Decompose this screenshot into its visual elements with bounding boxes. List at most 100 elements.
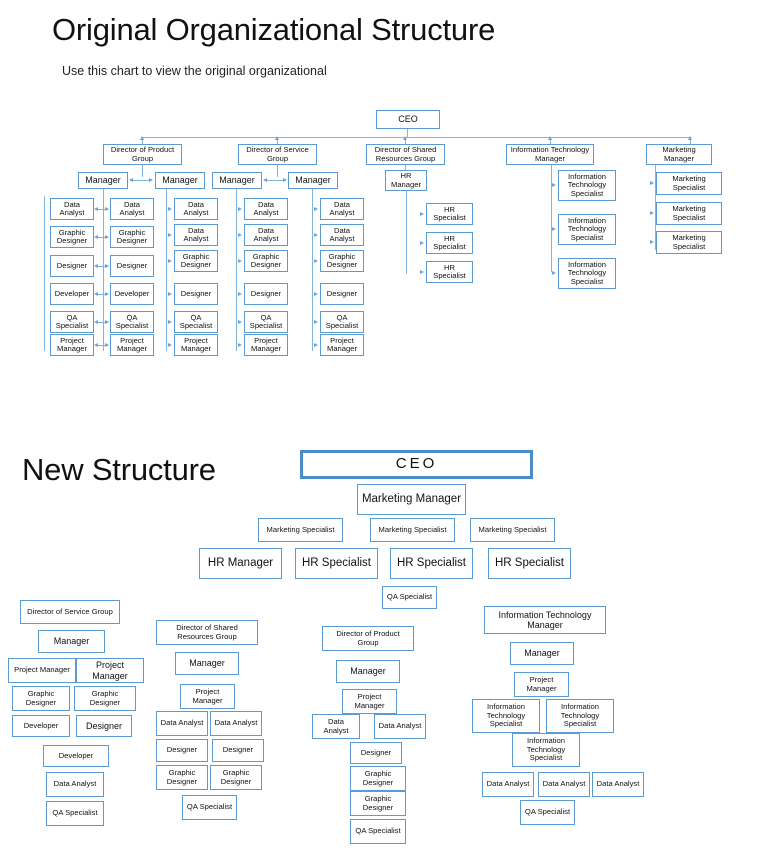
node-director-service-group-new[interactable]: Director of Service Group <box>20 600 120 624</box>
node-manager-3-original[interactable]: Manager <box>212 172 262 189</box>
node-graphic-designer-service-1[interactable]: Graphic Designer <box>12 686 70 711</box>
node-data-analyst-shared-2[interactable]: Data Analyst <box>210 711 262 736</box>
node-staff-c3-r6[interactable]: Project Manager <box>174 334 218 356</box>
node-qa-specialist-it[interactable]: QA Specialist <box>520 800 575 825</box>
node-staff-c3-r2[interactable]: Data Analyst <box>174 224 218 246</box>
node-marketing-manager-original[interactable]: Marketing Manager <box>646 144 712 165</box>
node-marketing-manager-new[interactable]: Marketing Manager <box>357 484 466 515</box>
node-manager-it-new[interactable]: Manager <box>510 642 574 665</box>
node-staff-c2-r5[interactable]: QA Specialist <box>110 311 154 333</box>
node-graphic-designer-product-2[interactable]: Graphic Designer <box>350 791 406 816</box>
node-staff-c4-r3[interactable]: Graphic Designer <box>244 250 288 272</box>
node-staff-c1-r5[interactable]: QA Specialist <box>50 311 94 333</box>
node-staff-c4-r6[interactable]: Project Manager <box>244 334 288 356</box>
node-data-analyst-service[interactable]: Data Analyst <box>46 772 104 797</box>
node-staff-c5-r1[interactable]: Data Analyst <box>320 198 364 220</box>
node-qa-specialist-hr-new[interactable]: QA Specialist <box>382 586 437 609</box>
node-manager-2-original[interactable]: Manager <box>155 172 205 189</box>
node-qa-specialist-product[interactable]: QA Specialist <box>350 819 406 844</box>
node-staff-c4-r4[interactable]: Designer <box>244 283 288 305</box>
node-hr-manager-new[interactable]: HR Manager <box>199 548 282 579</box>
node-staff-c4-r2[interactable]: Data Analyst <box>244 224 288 246</box>
node-manager-4-original[interactable]: Manager <box>288 172 338 189</box>
node-director-service-group-original[interactable]: Director of Service Group <box>238 144 317 165</box>
node-designer-shared-1[interactable]: Designer <box>156 739 208 762</box>
node-staff-c2-r3[interactable]: Designer <box>110 255 154 277</box>
node-staff-c2-r2[interactable]: Graphic Designer <box>110 226 154 248</box>
node-graphic-designer-product-1[interactable]: Graphic Designer <box>350 766 406 791</box>
node-staff-c1-r4[interactable]: Developer <box>50 283 94 305</box>
node-data-analyst-product-2[interactable]: Data Analyst <box>374 714 426 739</box>
node-staff-c2-r4[interactable]: Developer <box>110 283 154 305</box>
node-data-analyst-it-1[interactable]: Data Analyst <box>482 772 534 797</box>
node-developer-service-2[interactable]: Developer <box>43 745 109 767</box>
node-staff-c1-r1[interactable]: Data Analyst <box>50 198 94 220</box>
node-staff-c4-r1[interactable]: Data Analyst <box>244 198 288 220</box>
node-staff-c2-r1[interactable]: Data Analyst <box>110 198 154 220</box>
node-staff-c3-r3[interactable]: Graphic Designer <box>174 250 218 272</box>
node-staff-c1-r2[interactable]: Graphic Designer <box>50 226 94 248</box>
node-it-specialist-1-new[interactable]: Information Technology Specialist <box>472 699 540 733</box>
node-staff-c5-r6[interactable]: Project Manager <box>320 334 364 356</box>
node-hr-specialist-1-new[interactable]: HR Specialist <box>295 548 378 579</box>
node-data-analyst-shared-1[interactable]: Data Analyst <box>156 711 208 736</box>
node-ceo-new[interactable]: CEO <box>300 450 533 479</box>
node-data-analyst-it-3[interactable]: Data Analyst <box>592 772 644 797</box>
node-staff-c1-r6[interactable]: Project Manager <box>50 334 94 356</box>
node-it-specialist-1-original[interactable]: Information Technology Specialist <box>558 170 616 201</box>
node-director-product-group-new[interactable]: Director of Product Group <box>322 626 414 651</box>
node-qa-specialist-service[interactable]: QA Specialist <box>46 801 104 826</box>
node-ceo-original[interactable]: CEO <box>376 110 440 129</box>
node-marketing-specialist-3-original[interactable]: Marketing Specialist <box>656 231 722 254</box>
node-it-manager-original[interactable]: Information Technology Manager <box>506 144 594 165</box>
node-developer-service-1[interactable]: Developer <box>12 715 70 737</box>
node-data-analyst-it-2[interactable]: Data Analyst <box>538 772 590 797</box>
node-designer-service[interactable]: Designer <box>76 715 132 737</box>
node-it-specialist-2-new[interactable]: Information Technology Specialist <box>546 699 614 733</box>
node-manager-shared-new[interactable]: Manager <box>175 652 239 675</box>
node-marketing-specialist-2-new[interactable]: Marketing Specialist <box>370 518 455 542</box>
node-project-manager-shared[interactable]: Project Manager <box>180 684 235 709</box>
node-marketing-specialist-1-original[interactable]: Marketing Specialist <box>656 172 722 195</box>
node-project-manager-service-2[interactable]: Project Manager <box>76 658 144 683</box>
node-marketing-specialist-2-original[interactable]: Marketing Specialist <box>656 202 722 225</box>
node-designer-shared-2[interactable]: Designer <box>212 739 264 762</box>
node-hr-specialist-3-new[interactable]: HR Specialist <box>488 548 571 579</box>
node-marketing-specialist-3-new[interactable]: Marketing Specialist <box>470 518 555 542</box>
node-staff-c5-r4[interactable]: Designer <box>320 283 364 305</box>
node-staff-c3-r1[interactable]: Data Analyst <box>174 198 218 220</box>
node-hr-specialist-3-original[interactable]: HR Specialist <box>426 261 473 283</box>
node-project-manager-service-1[interactable]: Project Manager <box>8 658 76 683</box>
node-hr-specialist-1-original[interactable]: HR Specialist <box>426 203 473 225</box>
node-director-shared-resources-group-original[interactable]: Director of Shared Resources Group <box>366 144 445 165</box>
node-project-manager-it[interactable]: Project Manager <box>514 672 569 697</box>
node-project-manager-product[interactable]: Project Manager <box>342 689 397 714</box>
node-it-specialist-3-original[interactable]: Information Technology Specialist <box>558 258 616 289</box>
node-manager-1-original[interactable]: Manager <box>78 172 128 189</box>
node-data-analyst-product-1[interactable]: Data Analyst <box>312 714 360 739</box>
node-graphic-designer-shared-1[interactable]: Graphic Designer <box>156 765 208 790</box>
node-staff-c5-r2[interactable]: Data Analyst <box>320 224 364 246</box>
node-designer-product[interactable]: Designer <box>350 742 402 764</box>
node-marketing-specialist-1-new[interactable]: Marketing Specialist <box>258 518 343 542</box>
node-graphic-designer-service-2[interactable]: Graphic Designer <box>74 686 136 711</box>
node-staff-c5-r3[interactable]: Graphic Designer <box>320 250 364 272</box>
node-it-specialist-3-new[interactable]: Information Technology Specialist <box>512 733 580 767</box>
node-staff-c4-r5[interactable]: QA Specialist <box>244 311 288 333</box>
node-qa-specialist-shared[interactable]: QA Specialist <box>182 795 237 820</box>
node-staff-c3-r5[interactable]: QA Specialist <box>174 311 218 333</box>
node-graphic-designer-shared-2[interactable]: Graphic Designer <box>210 765 262 790</box>
node-hr-manager-original[interactable]: HR Manager <box>385 170 427 191</box>
node-staff-c2-r6[interactable]: Project Manager <box>110 334 154 356</box>
node-manager-service-new[interactable]: Manager <box>38 630 105 653</box>
node-director-shared-resources-new[interactable]: Director of Shared Resources Group <box>156 620 258 645</box>
node-it-specialist-2-original[interactable]: Information Technology Specialist <box>558 214 616 245</box>
node-staff-c3-r4[interactable]: Designer <box>174 283 218 305</box>
node-staff-c5-r5[interactable]: QA Specialist <box>320 311 364 333</box>
node-it-manager-new[interactable]: Information Technology Manager <box>484 606 606 634</box>
node-staff-c1-r3[interactable]: Designer <box>50 255 94 277</box>
node-director-product-group-original[interactable]: Director of Product Group <box>103 144 182 165</box>
node-hr-specialist-2-new[interactable]: HR Specialist <box>390 548 473 579</box>
node-manager-product-new[interactable]: Manager <box>336 660 400 683</box>
node-hr-specialist-2-original[interactable]: HR Specialist <box>426 232 473 254</box>
